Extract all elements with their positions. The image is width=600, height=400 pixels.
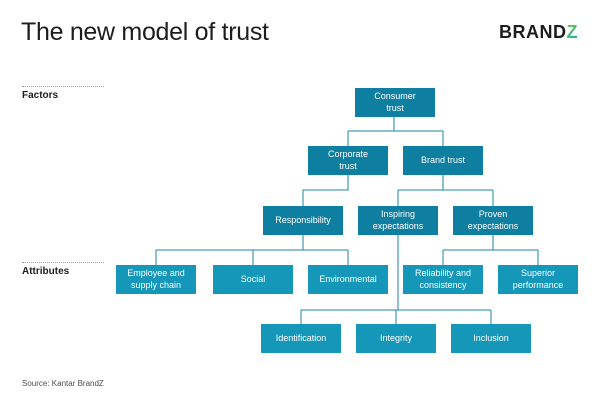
node-reliability-and-consistency: Reliability and consistency [403, 265, 483, 294]
node-superior-performance: Superior performance [498, 265, 578, 294]
source-credit: Source: Kantar BrandZ [22, 379, 104, 388]
node-inspiring-expectations: Inspiring expectations [358, 206, 438, 235]
node-social: Social [213, 265, 293, 294]
factors-row-label: Factors [22, 90, 59, 101]
node-proven-expectations: Proven expectations [453, 206, 533, 235]
node-environmental: Environmental [308, 265, 388, 294]
node-corporate-trust: Corporate trust [308, 146, 388, 175]
brandz-logo-z: Z [566, 22, 578, 42]
node-responsibility: Responsibility [263, 206, 343, 235]
brandz-logo-brand: BRAND [499, 22, 567, 42]
brandz-logo: BRANDZ [499, 22, 578, 43]
attributes-dotted-rule [22, 262, 104, 263]
node-employee-and-supply-chain: Employee and supply chain [116, 265, 196, 294]
factors-dotted-rule [22, 86, 104, 87]
node-integrity: Integrity [356, 324, 436, 353]
node-brand-trust: Brand trust [403, 146, 483, 175]
node-identification: Identification [261, 324, 341, 353]
node-consumer-trust: Consumer trust [355, 88, 435, 117]
page-title: The new model of trust [21, 18, 269, 46]
attributes-row-label: Attributes [22, 266, 70, 277]
node-inclusion: Inclusion [451, 324, 531, 353]
